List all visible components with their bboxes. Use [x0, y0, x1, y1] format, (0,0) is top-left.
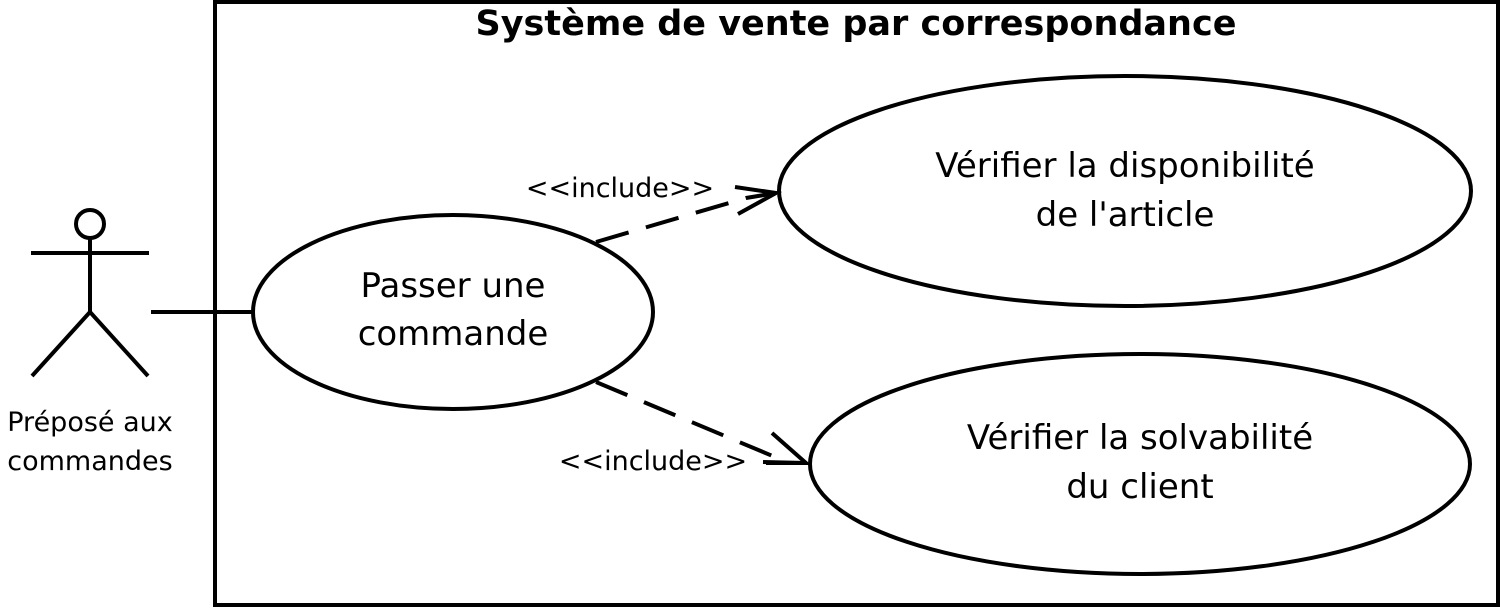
use-case-label: du client: [1066, 467, 1213, 507]
include-label-bottom: <<include>>: [559, 446, 747, 477]
system-title: Système de vente par correspondance: [476, 4, 1237, 44]
actor-icon: [30, 208, 150, 378]
actor-name-line2: commandes: [7, 446, 172, 477]
include-label-top: <<include>>: [526, 173, 714, 204]
include-arrow-top: [595, 185, 783, 244]
actor-name-line1: Préposé aux: [7, 407, 173, 438]
use-case-verifier-solvabilite[interactable]: Vérifier la solvabilité du client: [808, 352, 1472, 576]
use-case-ellipse: [808, 352, 1472, 576]
use-case-verifier-disponibilite[interactable]: Vérifier la disponibilité de l'article: [777, 74, 1473, 308]
use-case-ellipse: [251, 213, 655, 411]
use-case-label: Vérifier la disponibilité: [935, 146, 1314, 186]
system-boundary: [213, 0, 1500, 607]
use-case-label: commande: [358, 314, 549, 354]
use-case-label: Vérifier la solvabilité: [967, 418, 1313, 458]
use-case-label: Passer une: [361, 266, 546, 306]
include-arrow-bottom: [595, 380, 812, 465]
use-case-ellipse: [777, 74, 1473, 308]
use-case-label: de l'article: [1036, 195, 1215, 235]
use-case-passer-commande[interactable]: Passer une commande: [251, 213, 655, 411]
